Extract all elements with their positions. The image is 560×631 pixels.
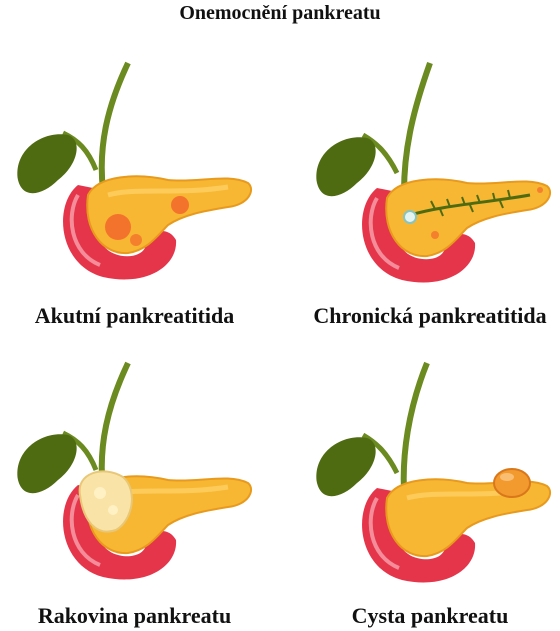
stone xyxy=(404,211,416,223)
inflammation-spot xyxy=(171,196,189,214)
gallbladder xyxy=(17,434,76,493)
inflammation-spot xyxy=(105,214,131,240)
panel-acute-pancreatitis xyxy=(8,55,258,290)
caption-acute-pancreatitis: Akutní pankreatitida xyxy=(12,303,257,329)
gallbladder xyxy=(316,437,375,496)
caption-pancreatic-cancer: Rakovina pankreatu xyxy=(12,603,257,629)
bile-duct xyxy=(102,63,128,190)
cyst xyxy=(494,469,530,497)
panel-chronic-pancreatitis xyxy=(305,55,555,290)
caption-pancreatic-cyst: Cysta pankreatu xyxy=(305,603,555,629)
inflammation-spot xyxy=(130,234,142,246)
acute-pancreatitis-illustration xyxy=(8,55,258,290)
chronic-pancreatitis-illustration xyxy=(305,55,555,290)
pancreatic-cyst-illustration xyxy=(305,355,555,590)
panel-pancreatic-cyst xyxy=(305,355,555,590)
caption-chronic-pancreatitis: Chronická pankreatitida xyxy=(305,303,555,329)
gallbladder xyxy=(17,134,76,193)
panel-pancreatic-cancer xyxy=(8,355,258,590)
pancreatic-cancer-illustration xyxy=(8,355,258,590)
gallbladder xyxy=(316,137,375,196)
page-title: Onemocnění pankreatu xyxy=(0,2,560,25)
